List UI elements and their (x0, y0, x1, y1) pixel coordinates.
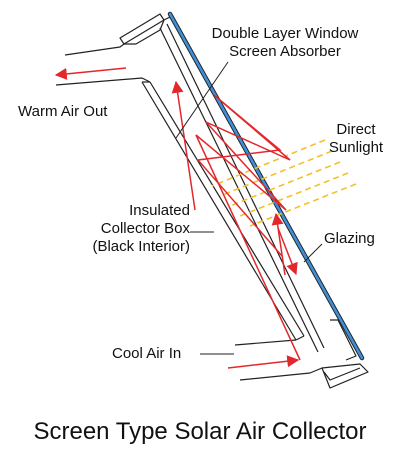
leader-glazing (303, 243, 323, 263)
inlet-duct-bottom (239, 367, 323, 381)
label-direct-sunlight: Direct Sunlight (318, 121, 394, 157)
figure-caption: Screen Type Solar Air Collector (33, 418, 367, 445)
inlet-duct-top (234, 339, 297, 346)
label-screen-absorber-line2: Screen Absorber (229, 43, 341, 60)
cool-air-arrow (227, 355, 300, 369)
back-wall-inner (149, 81, 305, 337)
sun-ray-2 (219, 150, 333, 197)
label-screen-absorber: Double Layer Window Screen Absorber (196, 25, 374, 61)
back-wall-cap-bottom (295, 335, 305, 341)
sunlight-rays (211, 139, 357, 227)
leader-screen-absorber (175, 61, 229, 139)
airflow-paths (54, 67, 301, 369)
flow-right (277, 227, 298, 276)
warm-air-arrow (54, 67, 127, 80)
glazing-glass (168, 12, 364, 360)
outlet-duct-top (64, 43, 125, 56)
label-insulated-box-line3: (Black Interior) (92, 238, 190, 255)
bottom-cap (321, 363, 369, 389)
label-glazing: Glazing (324, 230, 375, 247)
glazing-panel (167, 11, 365, 361)
top-cap-inner (124, 19, 165, 45)
top-cap (119, 13, 165, 45)
label-cool-air-in: Cool Air In (112, 345, 182, 362)
outlet-duct-bottom (55, 77, 151, 86)
flow-up-center (271, 212, 286, 276)
label-insulated-box-line1: Insulated (129, 202, 190, 219)
collector-housing (55, 13, 369, 389)
label-insulated-box: Insulated Collector Box (Black Interior) (62, 202, 190, 256)
flow-up-left (171, 80, 196, 211)
label-screen-absorber-line1: Double Layer Window (211, 25, 359, 42)
label-direct-sunlight-line1: Direct (336, 121, 376, 138)
screen-layer-a (159, 27, 319, 353)
label-insulated-box-line2: Collector Box (100, 220, 190, 237)
label-direct-sunlight-line2: Sunlight (328, 139, 384, 156)
sun-ray-4 (239, 172, 349, 217)
sun-ray-1 (211, 139, 326, 187)
bottom-seal (330, 319, 357, 361)
leader-lines (175, 61, 323, 355)
bottom-cap-inner (323, 367, 361, 381)
flow-zigzag (195, 94, 301, 361)
sun-ray-3 (229, 161, 341, 207)
sun-ray-5 (249, 183, 357, 227)
label-warm-air-out: Warm Air Out (18, 103, 108, 120)
